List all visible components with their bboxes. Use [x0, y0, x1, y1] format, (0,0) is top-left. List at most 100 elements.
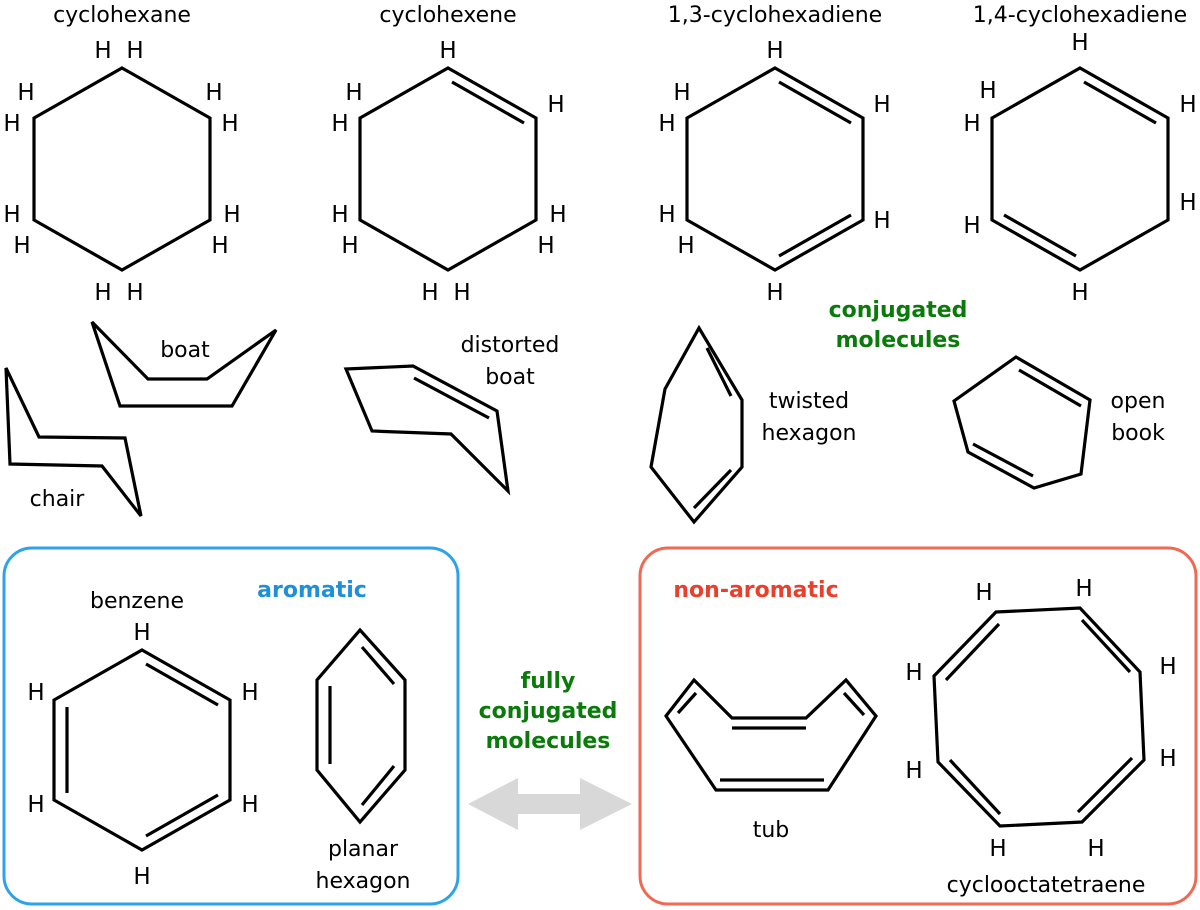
h-atom: H	[658, 111, 675, 137]
h-atom: H	[241, 792, 258, 818]
cyclohexane-ring	[32, 66, 212, 272]
double-bond	[1080, 618, 1132, 674]
conjugated-label-2: molecules	[836, 328, 961, 353]
h-atom: H	[975, 580, 992, 606]
h-atom: H	[873, 208, 890, 234]
cyclohexene-ring	[358, 66, 538, 272]
double-headed-arrow	[468, 778, 632, 830]
double-bond	[778, 213, 852, 258]
cyclohexadiene-14-structure: H H H H H H H	[963, 30, 1196, 306]
double-bond	[145, 662, 219, 707]
double-bond	[842, 691, 866, 717]
h-atom: H	[1179, 92, 1196, 118]
distorted-boat-label-1: distorted	[461, 333, 560, 358]
double-bond	[1076, 756, 1134, 814]
aromatic-label: aromatic	[257, 578, 367, 603]
cyclohexene-structure: H H H H H H H H H H	[331, 38, 566, 306]
double-bond	[948, 758, 1002, 816]
planar-hexagon-structure	[315, 627, 407, 825]
diene13-ring	[685, 66, 865, 272]
h-atom: H	[331, 111, 348, 137]
h-atom: H	[345, 80, 362, 106]
h-atom: H	[677, 233, 694, 259]
aromatic-box	[2, 546, 460, 906]
h-atom: H	[205, 80, 222, 106]
cyclohexadiene-14-label: 1,4-cyclohexadiene	[973, 3, 1187, 28]
twisted-hexagon-label-2: hexagon	[762, 421, 857, 446]
h-atom: H	[94, 38, 111, 64]
h-atom: H	[905, 758, 922, 784]
h-atom: H	[766, 38, 783, 64]
h-atom: H	[1071, 280, 1088, 306]
open-book-label-1: open	[1111, 389, 1166, 414]
h-atom: H	[1179, 190, 1196, 216]
planar-hexagon-ring	[315, 627, 407, 825]
h-atom: H	[673, 80, 690, 106]
h-atom: H	[963, 213, 980, 239]
tub-structure	[664, 677, 878, 792]
double-bond	[360, 764, 396, 807]
chair-label: chair	[30, 487, 86, 512]
double-bond	[413, 376, 490, 420]
h-atom: H	[421, 280, 438, 306]
open-book-label-2: book	[1111, 421, 1165, 446]
h-atom: H	[241, 680, 258, 706]
double-bond	[705, 347, 733, 397]
h-atom: H	[1159, 746, 1176, 772]
h-atom: H	[223, 202, 240, 228]
cyclohexane-label: cyclohexane	[53, 3, 191, 28]
double-bond	[972, 442, 1034, 478]
cyclooctatetraene-label: cyclooctatetraene	[947, 873, 1146, 898]
h-atom: H	[873, 92, 890, 118]
h-atom: H	[1075, 576, 1092, 602]
h-atom: H	[13, 233, 30, 259]
twisted-hexagon-label-1: twisted	[769, 389, 849, 414]
cyclooctatetraene-structure: H H H H H H H H	[905, 576, 1176, 862]
h-atom: H	[537, 233, 554, 259]
double-bond	[451, 80, 525, 125]
h-atom: H	[221, 111, 238, 137]
h-atom: H	[3, 111, 20, 137]
boat-conformation	[90, 320, 278, 408]
h-atom: H	[905, 660, 922, 686]
tub-label: tub	[753, 818, 790, 843]
h-atom: H	[27, 792, 44, 818]
benzene-label: benzene	[90, 589, 184, 614]
non-aromatic-label: non-aromatic	[673, 578, 838, 603]
h-atom: H	[658, 202, 675, 228]
h-atom: H	[27, 680, 44, 706]
benzene-structure: H H H H H H	[27, 620, 258, 890]
conjugated-label-1: conjugated	[829, 298, 968, 323]
double-bond	[944, 622, 1001, 682]
h-atom: H	[549, 202, 566, 228]
double-bond	[360, 645, 396, 686]
distorted-boat-label-2: boat	[485, 365, 535, 390]
double-bond	[1083, 80, 1157, 125]
double-bond	[692, 468, 733, 510]
double-bond	[145, 793, 219, 838]
h-atom: H	[133, 620, 150, 646]
h-atom: H	[547, 92, 564, 118]
h-atom: H	[211, 233, 228, 259]
twisted-hexagon-conformation	[649, 324, 744, 525]
h-atom: H	[439, 38, 456, 64]
non-aromatic-box	[638, 546, 1198, 906]
cyclohexene-label: cyclohexene	[379, 3, 516, 28]
distorted-boat-conformation	[343, 364, 511, 496]
h-atom: H	[17, 80, 34, 106]
cyclohexadiene-13-structure: H H H H H H H H	[658, 38, 890, 306]
h-atom: H	[989, 836, 1006, 862]
cyclohexane-structure: H H H H H H H H H H H H	[3, 38, 240, 306]
cyclohexadiene-13-label: 1,3-cyclohexadiene	[668, 3, 882, 28]
h-atom: H	[331, 202, 348, 228]
planar-hexagon-label-1: planar	[328, 837, 399, 862]
tub-ring	[664, 677, 878, 792]
h-atom: H	[133, 864, 150, 890]
boat-label: boat	[160, 338, 210, 363]
h-atom: H	[126, 280, 143, 306]
h-atom: H	[94, 280, 111, 306]
h-atom: H	[126, 38, 143, 64]
fully-conjugated-label-2: conjugated	[479, 699, 618, 724]
h-atom: H	[341, 233, 358, 259]
